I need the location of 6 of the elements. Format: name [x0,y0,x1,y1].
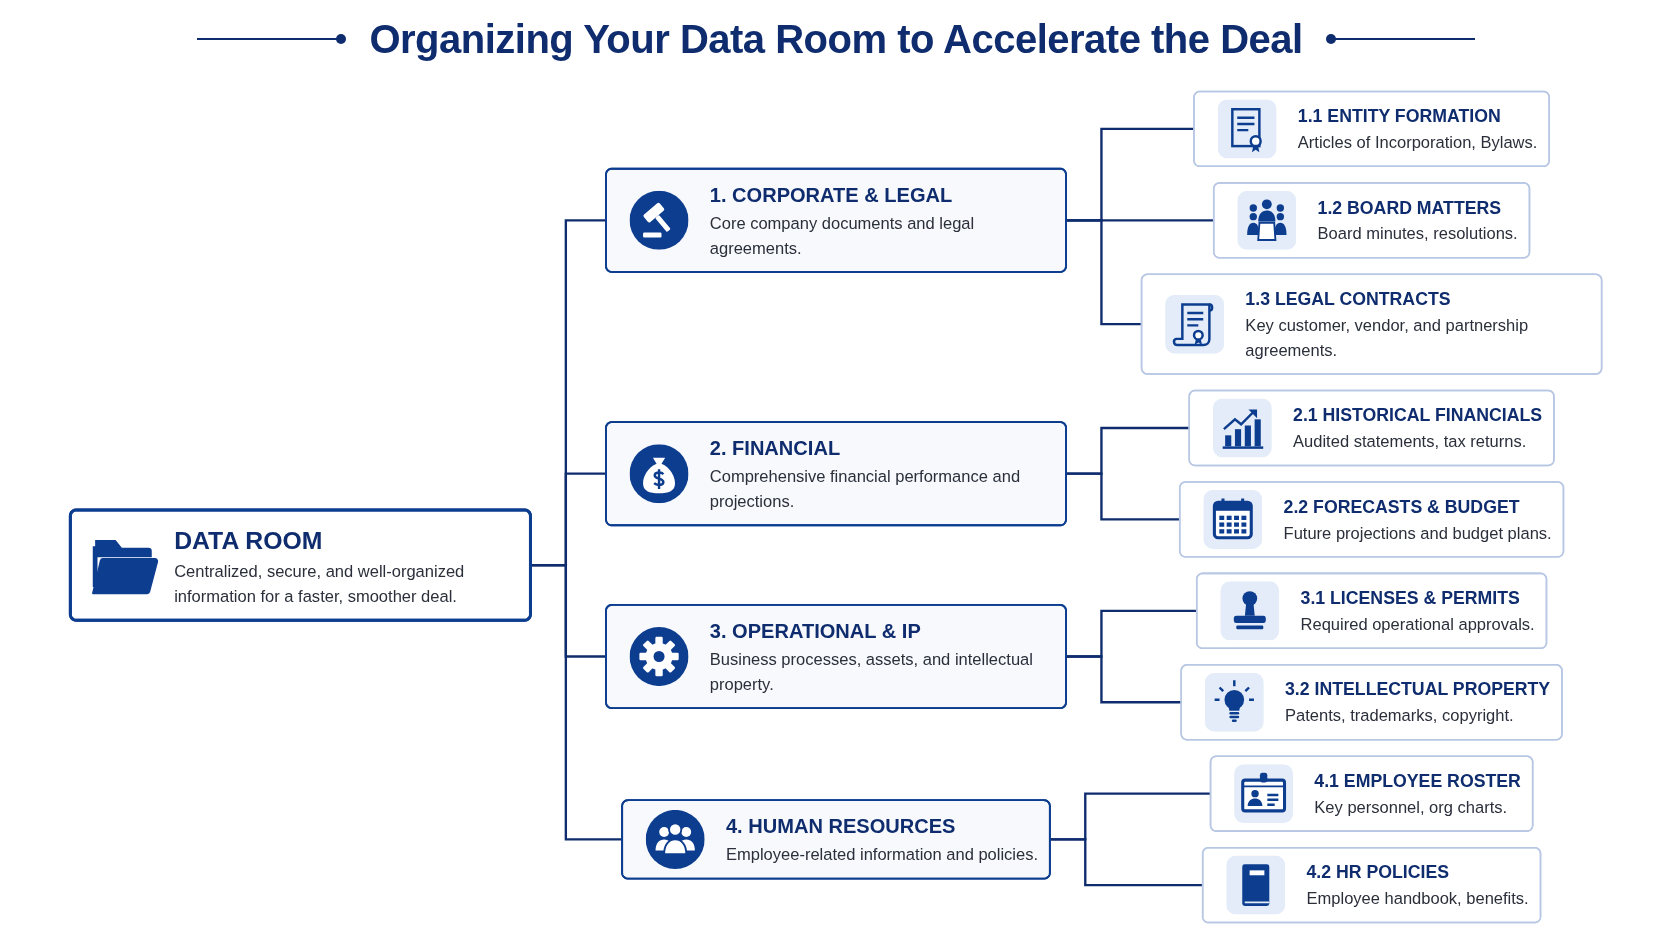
connector [1049,838,1203,887]
connector [1066,472,1180,521]
title: Organizing Your Data Room to Accelerate the Deal [369,16,1303,62]
connector [1066,219,1142,326]
connector [1066,655,1182,704]
connector [530,563,623,841]
